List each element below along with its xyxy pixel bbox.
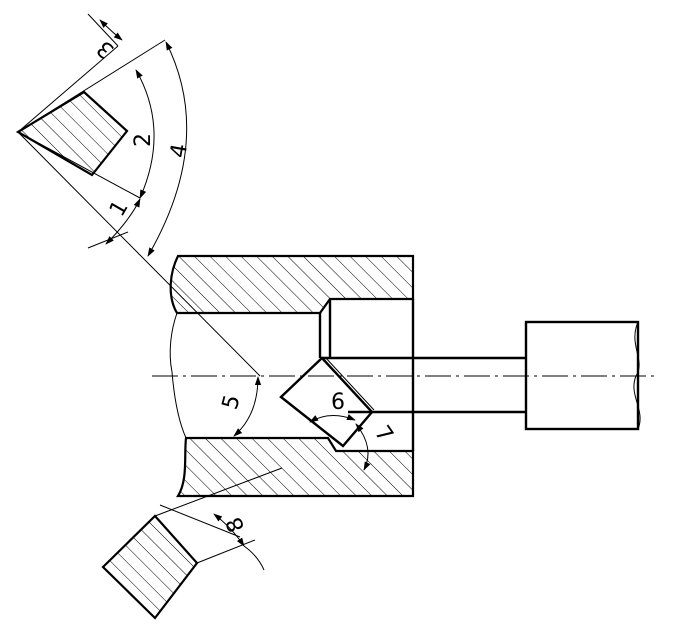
boring-bar-holder	[524, 320, 640, 431]
arc-angle-4	[147, 41, 188, 257]
angle-dimensions	[99, 19, 371, 571]
lower-ref-line-a	[154, 467, 283, 517]
lower-wall-section	[176, 436, 415, 498]
upper-wall-section	[169, 254, 415, 315]
label-angle-5: 5	[218, 392, 246, 412]
arc-angle-1	[105, 198, 141, 245]
lower-tool-detail	[101, 467, 283, 620]
boring-bar	[322, 320, 641, 431]
arc-angle-5	[233, 376, 262, 437]
holder-break-line	[633, 321, 641, 430]
workpiece-section	[169, 254, 415, 498]
upper-tool-detail	[15, 13, 261, 377]
upper-ref-ext-2	[87, 231, 129, 249]
upper-tool-insert	[15, 90, 129, 177]
label-angle-8: 8	[222, 513, 250, 535]
upper-ref-line-d	[17, 131, 261, 377]
arc-angle-3	[99, 19, 123, 41]
label-angle-2: 2	[131, 133, 156, 147]
label-angle-4: 4	[166, 142, 193, 160]
label-angle-7: 7	[369, 421, 398, 447]
label-angle-3: 3	[92, 35, 119, 63]
lower-ref-line-b	[196, 539, 256, 564]
arc-angle-7	[355, 423, 371, 471]
arc-angle-6	[309, 414, 356, 423]
upper-ref-line-c	[17, 131, 141, 199]
insert-body	[279, 356, 374, 448]
cutting-insert	[279, 356, 375, 448]
arc-angle-8-ext	[243, 545, 265, 571]
lower-tool-insert	[101, 514, 199, 620]
upper-ref-line-b	[17, 39, 166, 133]
upper-ref-line-a	[17, 45, 119, 133]
boring-bar-shank	[322, 356, 526, 414]
insert-edge-line	[324, 356, 375, 411]
break-line-upper	[169, 312, 178, 373]
arc-angle-8	[213, 513, 245, 547]
label-angle-6: 6	[331, 390, 345, 415]
break-line-lower	[171, 371, 187, 439]
